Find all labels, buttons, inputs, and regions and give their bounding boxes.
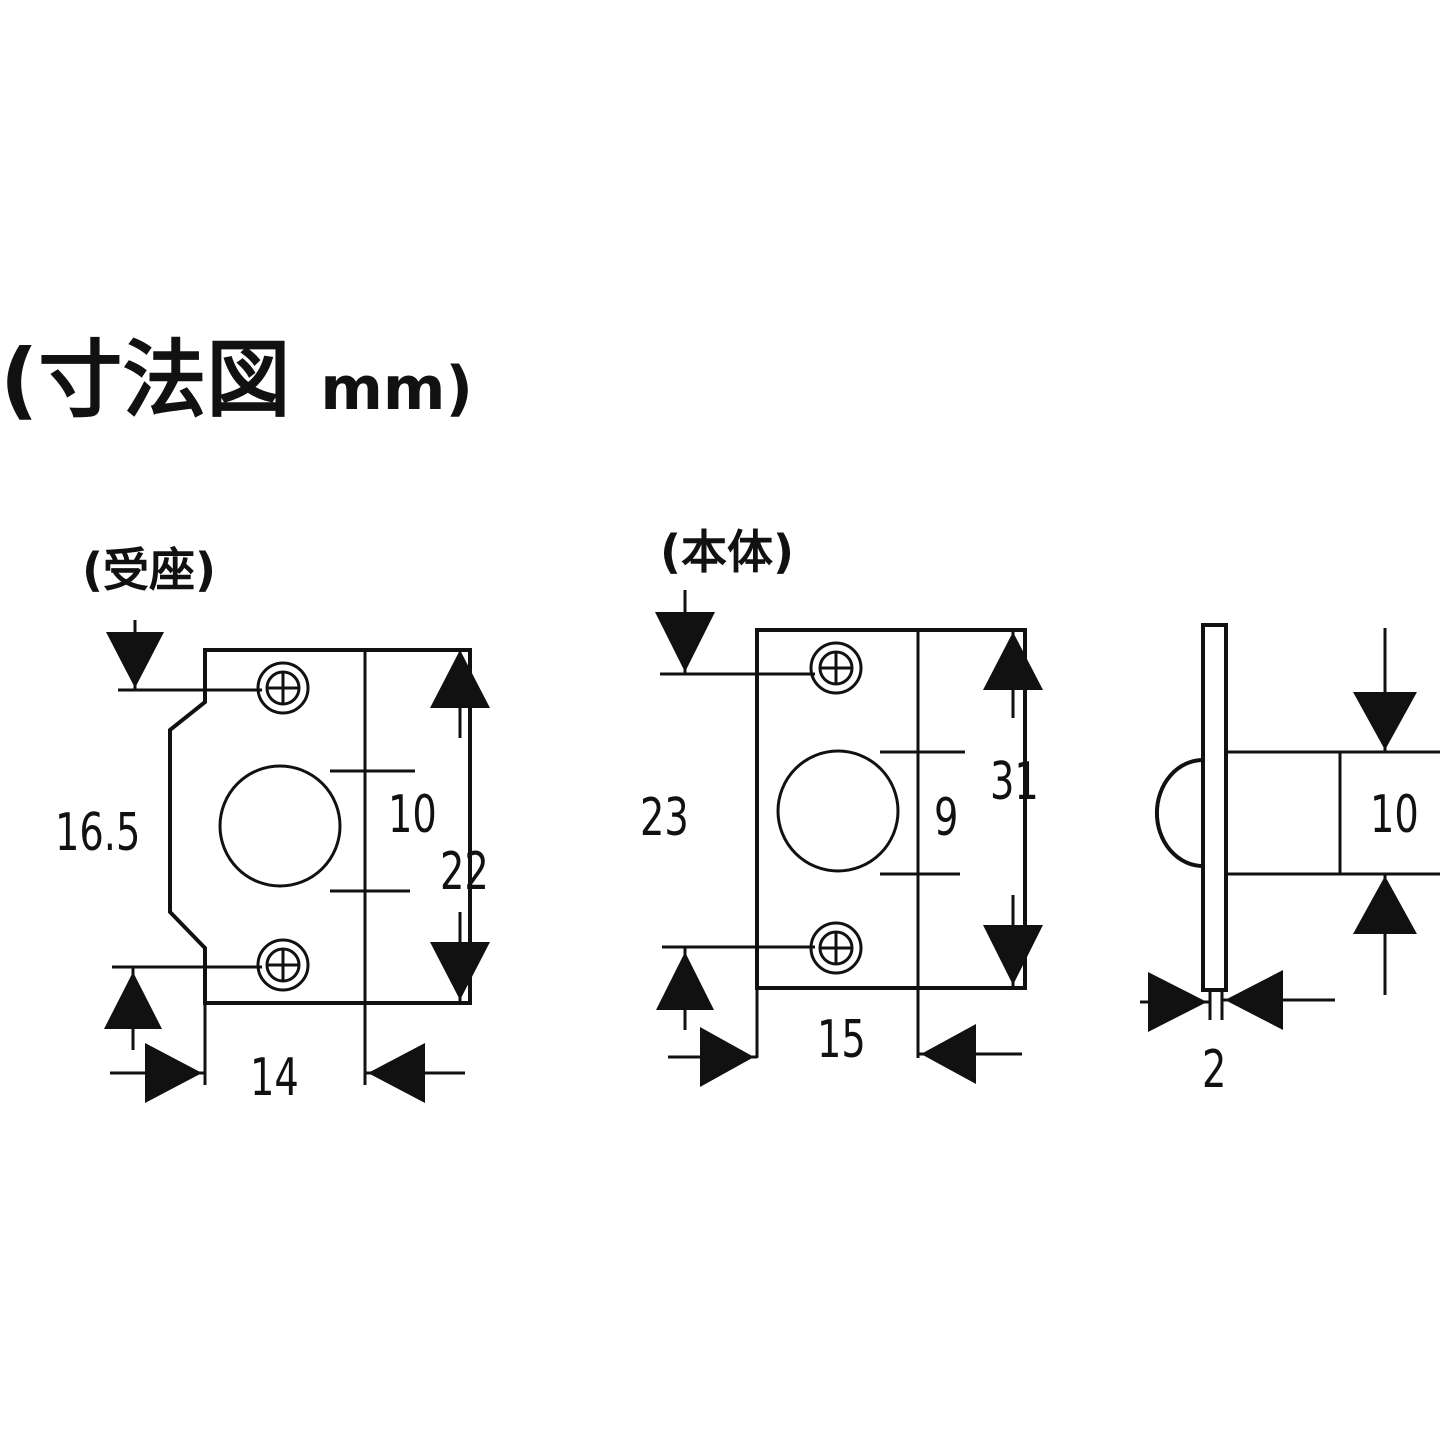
body-dim-23: 23 [640, 788, 689, 848]
strike-arrow-down [106, 632, 164, 688]
body-center-hole [776, 749, 900, 873]
strike-screw-bottom [256, 938, 310, 992]
strike-arrow-right [145, 1043, 202, 1103]
strike-label: (受座) [82, 543, 217, 597]
side-arrow-left-2 [1225, 970, 1283, 1030]
side-arrow-right-2 [1148, 972, 1207, 1032]
body-outline [755, 628, 1027, 990]
strike-dim-14: 14 [250, 1048, 299, 1108]
strike-outline [168, 648, 472, 1005]
side-dim-2: 2 [1202, 1040, 1227, 1100]
body-label: (本体) [660, 525, 795, 579]
side-arrow-up-10 [1353, 876, 1417, 934]
strike-arrow-up-22 [430, 650, 490, 708]
body-plate [655, 590, 1043, 1087]
strike-dim-22: 22 [440, 842, 489, 902]
body-screw-top [809, 641, 863, 695]
strike-plate [104, 620, 490, 1103]
strike-screw-top [256, 661, 310, 715]
body-arrow-down-31 [983, 925, 1043, 985]
body-dim-15: 15 [817, 1010, 866, 1070]
title-unit: mm) [320, 354, 473, 424]
title-main: (寸法図 [0, 331, 291, 429]
diagram-title: (寸法図 mm) [0, 330, 473, 439]
side-arrow-down-10 [1353, 692, 1417, 750]
strike-arrow-up [104, 972, 162, 1029]
body-arrow-up [656, 952, 714, 1010]
body-arrow-up-31 [983, 632, 1043, 690]
side-dim-10: 10 [1370, 785, 1419, 845]
body-arrow-left [921, 1024, 976, 1084]
side-ball [1154, 758, 1204, 868]
strike-arrow-left [368, 1043, 425, 1103]
strike-dim-10: 10 [388, 785, 437, 845]
strike-dim-16-5: 16.5 [55, 803, 141, 863]
side-view [1140, 623, 1440, 1032]
body-dim-31: 31 [990, 752, 1039, 812]
side-plate [1201, 623, 1228, 992]
body-arrow-right [700, 1027, 754, 1087]
body-screw-bottom [809, 921, 863, 975]
strike-center-hole [218, 764, 342, 888]
body-dim-9: 9 [934, 788, 959, 848]
strike-arrow-down-22 [430, 942, 490, 1000]
body-arrow-down [655, 612, 715, 672]
